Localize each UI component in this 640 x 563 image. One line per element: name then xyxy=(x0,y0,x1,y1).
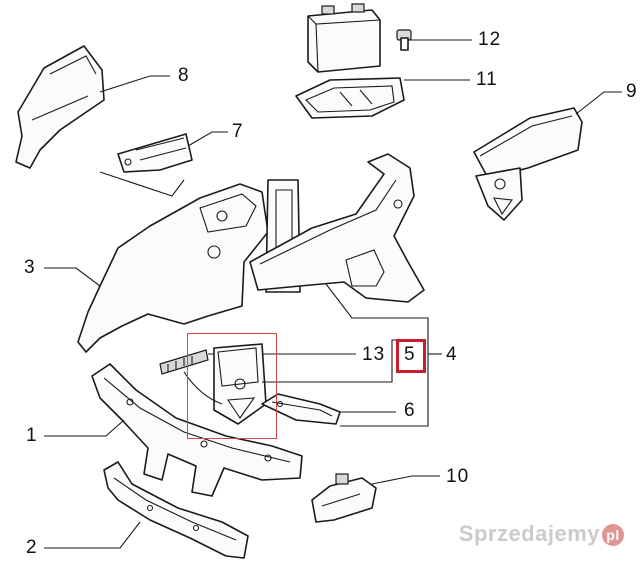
part-5-bracket xyxy=(183,339,404,425)
highlight-box-callout-5 xyxy=(396,339,426,373)
callout-10: 10 xyxy=(446,466,470,487)
callout-2: 2 xyxy=(26,537,38,558)
callout-7: 7 xyxy=(232,121,244,142)
part-4-member xyxy=(249,153,442,427)
callout-13: 13 xyxy=(362,344,386,365)
part-9-right-member xyxy=(473,91,622,221)
part-8-bracket xyxy=(15,45,170,169)
callout-8: 8 xyxy=(178,65,190,86)
part-2-lower-beam xyxy=(44,461,249,559)
callout-11: 11 xyxy=(476,69,498,90)
part-1-cross-member xyxy=(44,363,303,497)
highlight-box-part-5-area xyxy=(187,333,277,439)
watermark-badge: pl xyxy=(602,524,624,547)
callout-1: 1 xyxy=(26,425,38,446)
callout-3: 3 xyxy=(24,257,36,278)
watermark-text: Sprzedajemy xyxy=(458,521,600,546)
callout-9: 9 xyxy=(626,81,638,102)
callout-4: 4 xyxy=(446,344,458,365)
callout-5: 5 xyxy=(404,344,416,365)
part-7-plate xyxy=(99,131,228,197)
part-10-mount xyxy=(311,473,440,523)
part-6-bracket xyxy=(261,393,396,425)
callout-6: 6 xyxy=(404,400,416,421)
part-12-bolt xyxy=(396,29,472,51)
part-11-battery-tray xyxy=(295,77,470,119)
callout-12: 12 xyxy=(478,29,502,50)
battery-box xyxy=(307,3,381,73)
